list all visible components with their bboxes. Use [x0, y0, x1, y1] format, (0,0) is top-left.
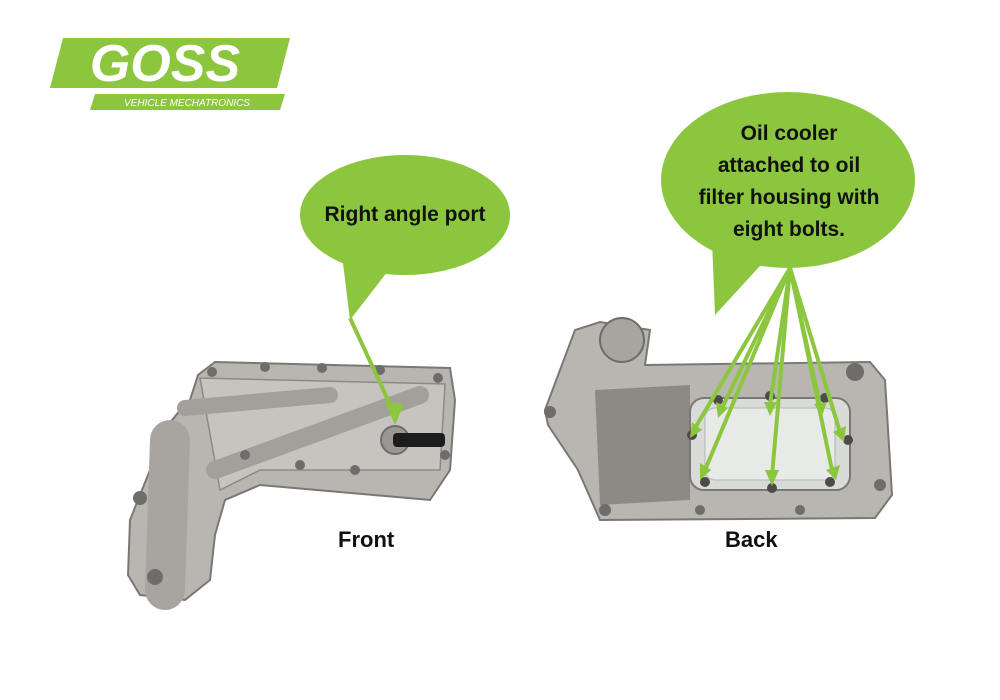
- logo-brand: GOSS: [90, 38, 241, 93]
- back-callout-line: filter housing with: [698, 186, 880, 209]
- back-callout-line: Oil cooler: [740, 122, 838, 145]
- back-callout-bubble: [661, 92, 915, 486]
- logo-top-band: [50, 38, 290, 88]
- goss-logo: GOSS VEHICLE MECHATRONICS: [50, 38, 290, 110]
- back-callout-line: eight bolts.: [733, 218, 845, 241]
- back-housing-image: [543, 317, 894, 522]
- back-caption: Back: [725, 527, 778, 552]
- back-callout-line: attached to oil: [717, 154, 861, 177]
- logo-tagline: VEHICLE MECHATRONICS: [124, 98, 250, 109]
- front-housing-image: [126, 360, 457, 610]
- logo-tagline-band: [90, 94, 285, 110]
- front-callout-bubble: [300, 155, 510, 425]
- back-callout-text: Oil cooler attached to oil filter housin…: [668, 118, 910, 246]
- bolt-arrows: [693, 266, 842, 477]
- front-caption: Front: [338, 527, 395, 552]
- right-angle-port-fitting-icon: [380, 425, 445, 455]
- front-callout-text: Right angle port: [324, 203, 486, 226]
